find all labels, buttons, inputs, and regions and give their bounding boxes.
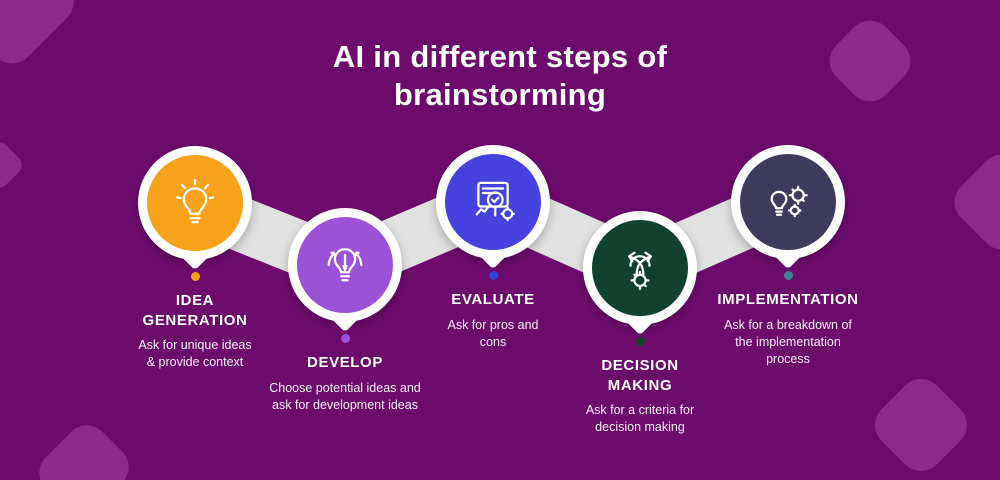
document-magnifier-icon bbox=[475, 181, 515, 222]
step-dot bbox=[488, 271, 498, 280]
step-circle-fill bbox=[445, 154, 541, 250]
step-dot bbox=[190, 272, 200, 281]
step-decision-making: DECISION MAKING Ask for a criteria for d… bbox=[555, 211, 725, 437]
step-description: Ask for pros and cons bbox=[447, 317, 539, 349]
step-description: Ask for a breakdown of the implementatio… bbox=[724, 317, 852, 367]
decorative-blob bbox=[865, 369, 977, 480]
step-description: Ask for unique ideas & provide context bbox=[138, 338, 252, 370]
step-circle-fill bbox=[297, 217, 393, 313]
page-title-text: AI in different steps of brainstorming bbox=[332, 39, 668, 112]
step-circle bbox=[436, 145, 550, 270]
step-circle-fill bbox=[147, 155, 243, 251]
step-evaluate: EVALUATE Ask for pros and cons bbox=[408, 145, 578, 351]
decorative-blob bbox=[0, 138, 26, 192]
step-circle-fill bbox=[592, 220, 688, 316]
page-title: AI in different steps of brainstorming bbox=[0, 38, 1000, 114]
step-description: Ask for a criteria for decision making bbox=[585, 403, 695, 435]
step-label: DEVELOP bbox=[307, 354, 383, 371]
decorative-blob bbox=[30, 416, 138, 480]
step-develop: DEVELOP Choose potential ideas and ask f… bbox=[260, 208, 430, 414]
step-dot bbox=[635, 337, 645, 346]
step-implementation: IMPLEMENTATION Ask for a breakdown of th… bbox=[703, 145, 873, 368]
bulb-pencil-icon bbox=[327, 248, 363, 282]
step-description: Choose potential ideas and ask for devel… bbox=[269, 380, 421, 412]
step-circle-fill bbox=[740, 154, 836, 250]
step-idea-generation: IDEA GENERATION Ask for unique ideas & p… bbox=[110, 146, 280, 372]
bulb-gears-icon bbox=[770, 185, 808, 218]
step-dot bbox=[340, 334, 350, 343]
step-dot bbox=[783, 271, 793, 280]
step-circle bbox=[731, 145, 845, 270]
step-circle bbox=[138, 146, 252, 271]
decorative-blob bbox=[945, 145, 1000, 259]
decision-arrows-gear-icon bbox=[628, 251, 652, 290]
step-label: IMPLEMENTATION bbox=[717, 291, 859, 308]
step-label: DECISION MAKING bbox=[601, 357, 679, 394]
step-label: EVALUATE bbox=[451, 291, 535, 308]
step-label: IDEA GENERATION bbox=[142, 292, 248, 329]
step-circle bbox=[583, 211, 697, 336]
step-circle bbox=[288, 208, 402, 333]
lightbulb-icon bbox=[175, 178, 215, 224]
